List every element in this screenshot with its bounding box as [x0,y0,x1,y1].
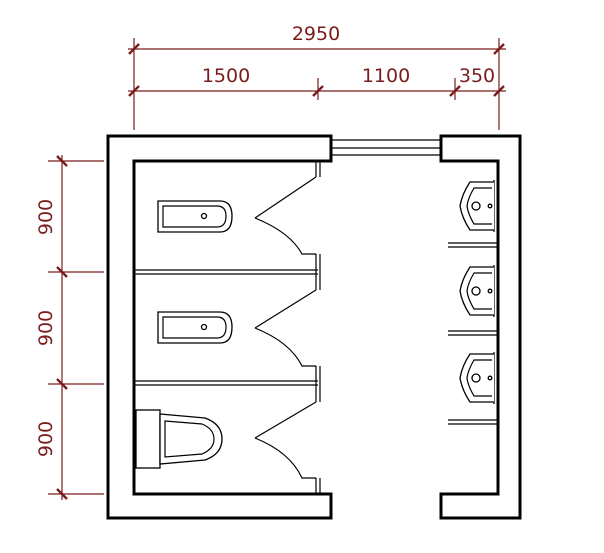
stall-doors [254,176,317,479]
stall-depth-3-label: 900 [35,421,57,457]
stall-door-1 [254,176,317,255]
squat-toilet-1 [157,200,233,233]
stall-depth-1-label: 900 [35,199,57,235]
right-wall [439,134,522,520]
segment-right-label: 350 [459,65,495,87]
stall-depth-2-label: 900 [35,310,57,346]
segment-left-label: 1500 [202,65,250,87]
urinal-divider-3 [448,419,498,425]
top-dimension-chain: 2950 1500 1100 350 [128,23,506,130]
urinal-divider-2 [448,330,498,336]
urinal-1 [459,180,495,232]
left-wall [106,134,333,520]
urinal-3 [459,352,495,404]
urinal-divider-1 [448,242,498,248]
urinal-2 [459,265,495,317]
left-dimension-chain: 900 900 900 [35,155,104,500]
entrance-opening [331,139,441,156]
squat-toilet-2 [157,311,233,344]
stall-partitions [134,161,321,494]
western-toilet [135,409,223,469]
stall-door-3 [254,401,317,479]
walls [106,134,522,520]
overall-width-label: 2950 [292,23,340,45]
stall-door-2 [254,289,317,367]
segment-middle-label: 1100 [362,65,410,87]
